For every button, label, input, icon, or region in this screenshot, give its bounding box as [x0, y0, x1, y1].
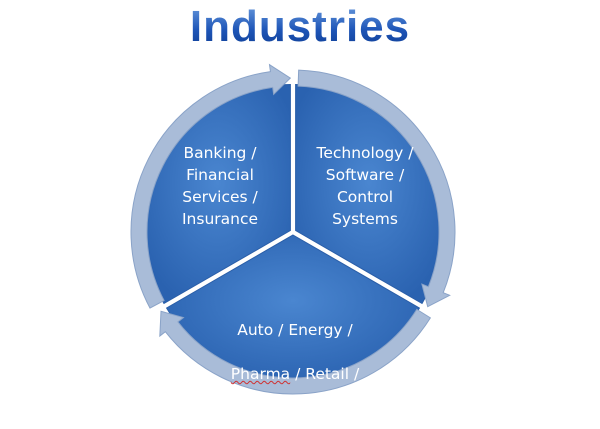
cycle-arrow-3 — [159, 308, 432, 395]
diagram-title: Industries — [0, 2, 600, 52]
cycle-arrow-1 — [130, 63, 292, 309]
segment-label-pharma: Pharma — [230, 365, 291, 383]
segment-label-technology: Technology / Software / Control Systems — [316, 144, 414, 228]
segment-label-banking: Banking / Financial Services / Insurance — [181, 144, 259, 228]
segment-label-logistics: Logistics — [261, 409, 329, 427]
segment-label-auto-line1: Auto / Energy / — [237, 321, 353, 339]
segment-label-auto: Auto / Energy / Pharma / Retail / Logist… — [200, 297, 390, 429]
segment-label-retail: / Retail / — [290, 365, 360, 383]
cycle-arrow-2 — [297, 69, 456, 308]
